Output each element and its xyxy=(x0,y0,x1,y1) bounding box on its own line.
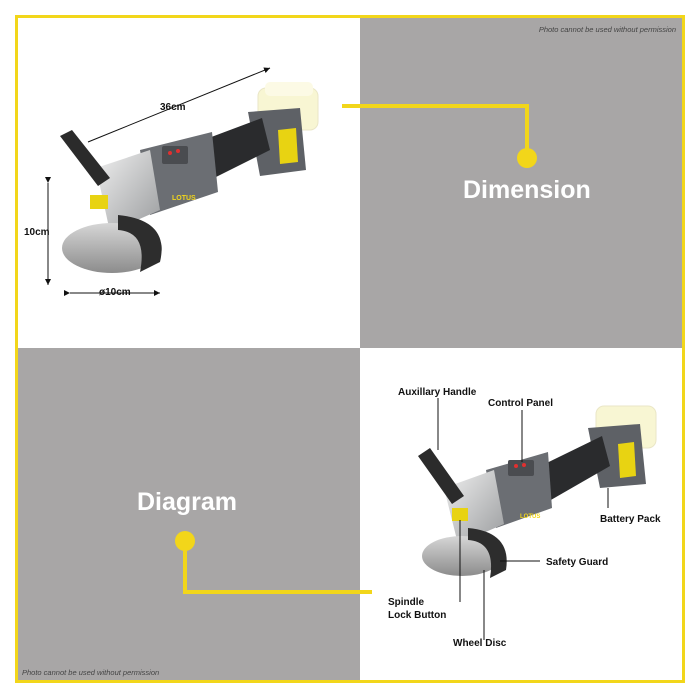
spindle-lock-line2: Lock Button xyxy=(388,610,447,621)
diagram-label-panel xyxy=(18,348,360,680)
yellow-frame xyxy=(15,15,685,683)
callout-lines xyxy=(437,398,609,640)
control-panel-label: Control Panel xyxy=(488,398,554,409)
watermark-top: Photo cannot be used without permission xyxy=(538,25,676,34)
dimension-connector-dot xyxy=(517,148,537,168)
spindle-lock-line1: Spindle xyxy=(388,597,425,608)
auxiliary-handle-label: Auxillary Handle xyxy=(398,387,477,398)
diameter-label: ø10cm xyxy=(99,287,131,298)
safety-guard-label: Safety Guard xyxy=(546,557,609,568)
length-dimension-line xyxy=(87,67,271,143)
dimension-label-panel xyxy=(360,18,682,348)
diagram-connector-line xyxy=(183,541,372,594)
watermark-bottom: Photo cannot be used without permission xyxy=(22,668,160,677)
angle-grinder-dimension-image: LOTUS xyxy=(60,82,319,273)
height-label: 10cm xyxy=(24,227,50,238)
wheel-disc-label: Wheel Disc xyxy=(453,638,507,649)
spindle-lock-button-label: Spindle Lock Button xyxy=(388,596,446,622)
length-label: 36cm xyxy=(160,102,186,113)
brand-logo-top: LOTUS xyxy=(172,195,196,202)
battery-pack-label: Battery Pack xyxy=(600,514,661,525)
brand-logo-bottom: LOTUS xyxy=(520,514,540,520)
angle-grinder-diagram-image: LOTUS xyxy=(418,405,657,578)
dimension-heading: Dimension xyxy=(463,176,591,204)
dimension-connector-line xyxy=(342,104,529,158)
diagram-heading: Diagram xyxy=(137,488,238,516)
